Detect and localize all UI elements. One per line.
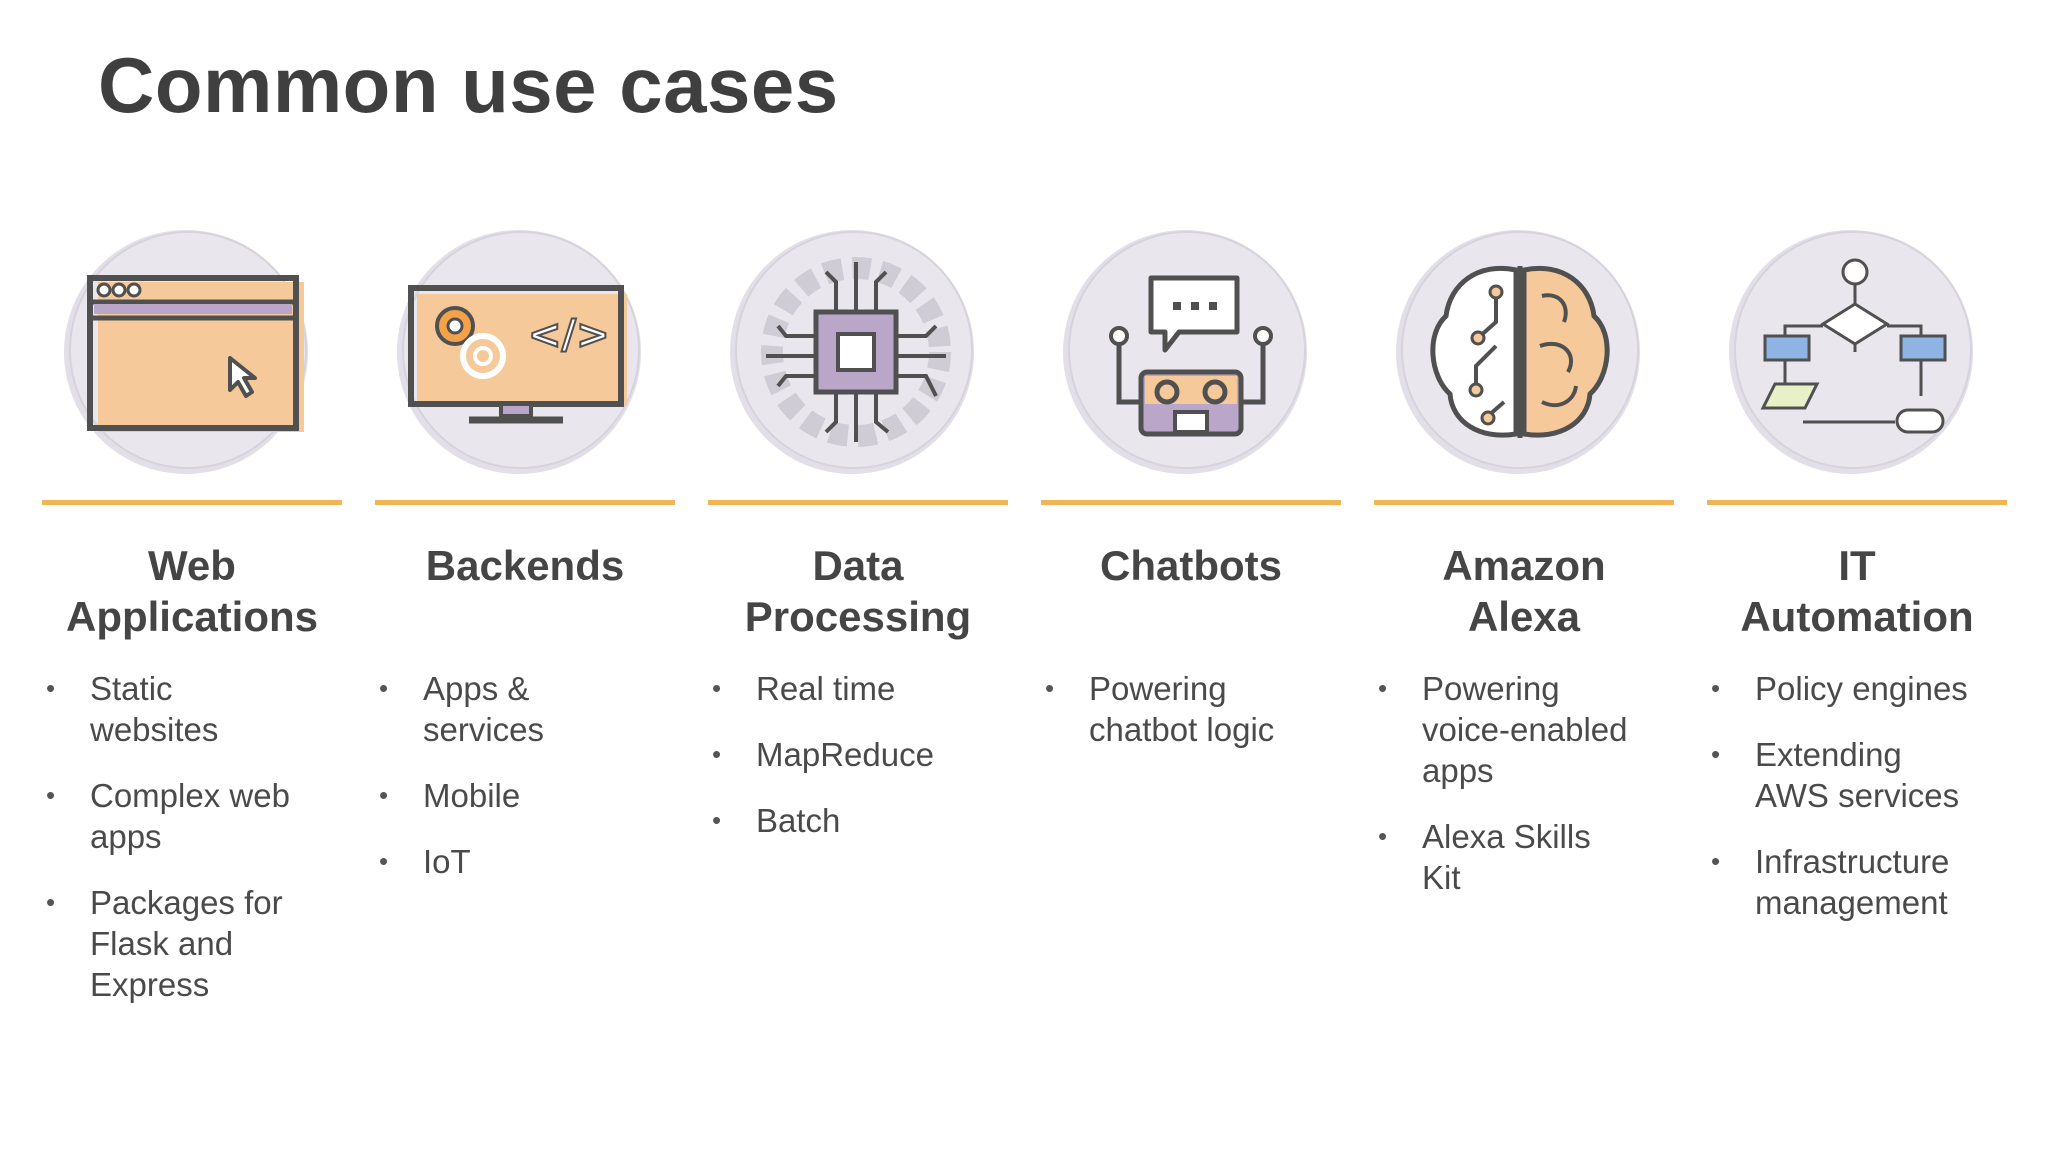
- accent-divider: [42, 500, 342, 505]
- bullet-list: • Real time • MapReduce • Batch: [708, 668, 1008, 866]
- column-heading: Amazon Alexa: [1442, 542, 1606, 640]
- column-heading: Backends: [425, 542, 625, 589]
- web-browser-icon: [60, 226, 312, 478]
- list-item: • MapReduce: [712, 736, 934, 773]
- list-item: • Apps &services: [379, 670, 545, 748]
- chatbot-robot-icon: [1059, 226, 1311, 478]
- page-title: Common use cases: [98, 41, 839, 129]
- list-item: • IoT: [379, 843, 471, 880]
- accent-divider: [1041, 500, 1341, 505]
- list-item: • Policy engines: [1711, 670, 1968, 707]
- brain-circuit-icon: [1392, 226, 1644, 478]
- accent-divider: [1374, 500, 1674, 505]
- list-item: • Batch: [712, 802, 841, 839]
- processor-chip-icon: [726, 226, 978, 478]
- accent-divider: [1707, 500, 2007, 505]
- column-heading: Chatbots: [1100, 542, 1282, 589]
- bullet-list: • Apps &services • Mobile • IoT: [375, 668, 675, 907]
- monitor-code-icon: </>: [393, 226, 645, 478]
- accent-divider: [708, 500, 1008, 505]
- accent-divider: [375, 500, 675, 505]
- column-heading: IT Automation: [1740, 542, 1974, 640]
- list-item: • Real time: [712, 670, 896, 707]
- column-heading: Data Processing: [744, 542, 972, 640]
- svg-text:</>: </>: [528, 312, 610, 358]
- flowchart-icon: [1725, 226, 1977, 478]
- list-item: • Mobile: [379, 777, 521, 814]
- column-heading: Web Applications: [65, 542, 319, 640]
